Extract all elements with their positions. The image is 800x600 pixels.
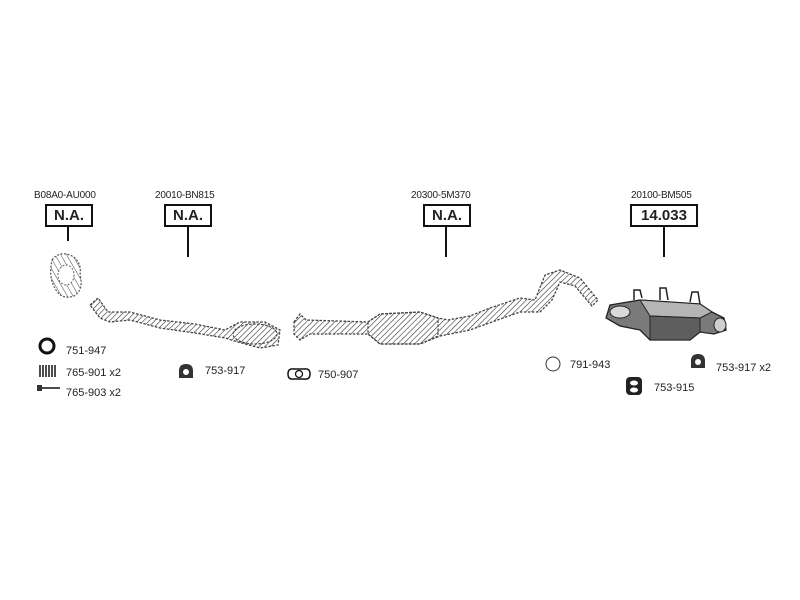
flange-gasket-icon (287, 368, 311, 380)
price-box-1[interactable]: N.A. (45, 204, 93, 227)
accessory-ring-label: 751-947 (66, 345, 107, 357)
price-box-2[interactable]: N.A. (164, 204, 212, 227)
accessory-hanger-rear-label: 753-917 x2 (716, 362, 772, 374)
price-box-4[interactable]: 14.033 (630, 204, 698, 227)
pointer-line-2 (187, 227, 189, 257)
accessory-spring-label: 765-901 x2 (66, 367, 122, 379)
part-code-1: B08A0-AU000 (34, 190, 96, 201)
bolt-icon (37, 385, 60, 391)
hanger-rear-icon (691, 354, 705, 368)
center-pipe-part[interactable] (293, 269, 599, 345)
accessory-hanger-mid-label: 753-917 (205, 365, 246, 377)
part-code-3: 20300-5M370 (411, 190, 471, 201)
part-code-2: 20010-BN815 (155, 190, 215, 201)
price-box-3[interactable]: N.A. (423, 204, 471, 227)
part-code-4: 20100-BM505 (631, 190, 692, 201)
spring-icon (39, 365, 56, 377)
front-pipe-part[interactable] (89, 297, 281, 349)
accessory-ring-rear-label: 791-943 (570, 359, 611, 371)
ring-gasket-icon (38, 337, 56, 355)
accessory-mount-rear-label: 753-915 (654, 382, 695, 394)
rear-muffler-part[interactable] (605, 287, 727, 341)
accessory-bolt-label: 765-903 x2 (66, 387, 122, 399)
rubber-mount-icon (626, 377, 642, 395)
pointer-line-4 (663, 227, 665, 257)
front-flange-part[interactable] (50, 253, 82, 298)
pointer-line-1 (67, 227, 69, 241)
pointer-line-3 (445, 227, 447, 257)
ring-rear-icon (545, 356, 561, 372)
accessory-gasket-label: 750-907 (318, 369, 359, 381)
hanger-icon (179, 364, 193, 378)
